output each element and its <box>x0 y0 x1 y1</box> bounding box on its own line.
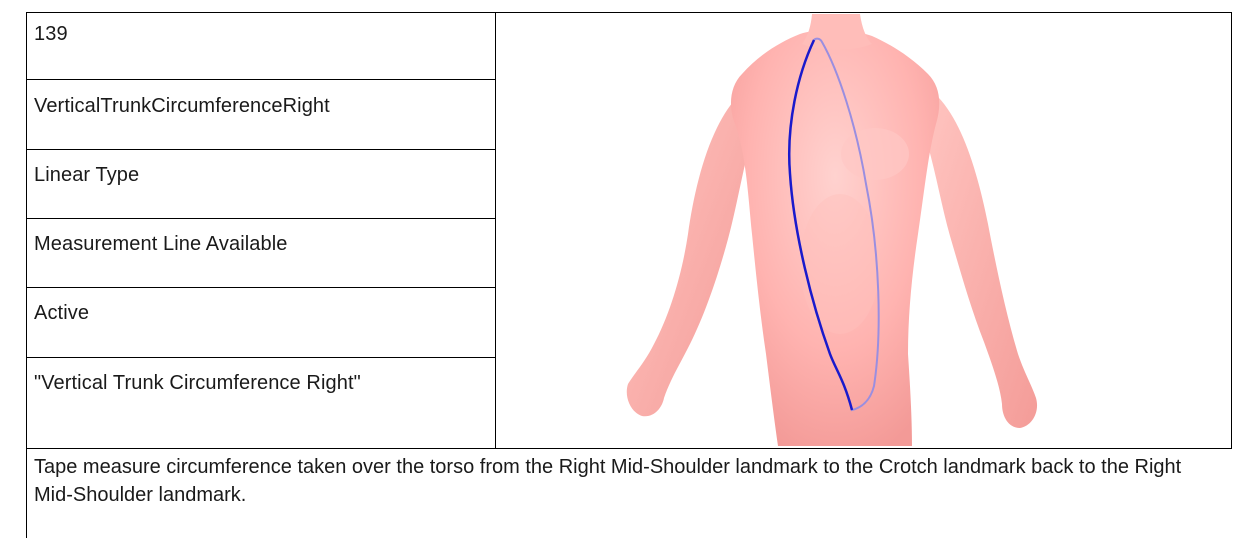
measurement-label: "Vertical Trunk Circumference Right" <box>34 372 361 395</box>
description-divider <box>26 448 1232 449</box>
body-figure <box>590 14 1060 446</box>
row-divider <box>26 287 496 288</box>
measurement-number: 139 <box>34 23 68 46</box>
measurement-type: Linear Type <box>34 164 139 187</box>
row-divider <box>26 357 496 358</box>
measurement-status: Active <box>34 302 89 325</box>
table-border-left <box>26 12 27 538</box>
row-divider <box>26 149 496 150</box>
table-column-divider <box>495 12 496 448</box>
table-border-top <box>26 12 1232 13</box>
row-divider <box>26 218 496 219</box>
measurement-description: Tape measure circumference taken over th… <box>34 453 1224 509</box>
measurement-line-availability: Measurement Line Available <box>34 233 288 256</box>
row-divider <box>26 79 496 80</box>
table-border-right <box>1231 12 1232 448</box>
human-torso-icon <box>590 14 1060 446</box>
measurement-name: VerticalTrunkCircumferenceRight <box>34 95 330 118</box>
